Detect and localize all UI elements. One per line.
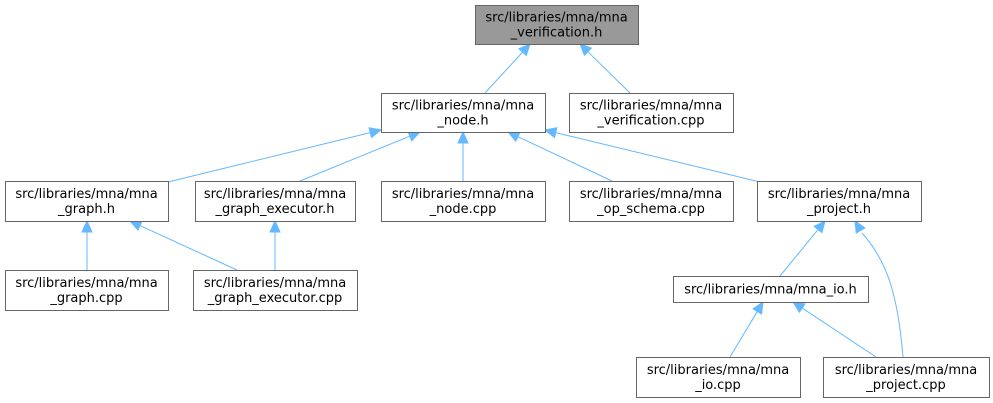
- edge-project_cpp-to-io_h: [791, 301, 877, 358]
- node-box: [757, 181, 922, 222]
- node-label: _verification.h: [510, 26, 603, 41]
- edge-graph_h-to-node_h: [167, 127, 383, 183]
- arrowhead-icon: [752, 300, 764, 315]
- node-box: [569, 93, 734, 133]
- node-box: [823, 357, 990, 398]
- node-box: [475, 5, 639, 45]
- node-op-schema-cpp[interactable]: src/libraries/mna/mna_op_schema.cpp: [569, 181, 734, 222]
- node-node-h[interactable]: src/libraries/mna/mna_node.h: [381, 93, 546, 133]
- node-node-cpp[interactable]: src/libraries/mna/mna_node.cpp: [381, 181, 546, 222]
- arrowhead-icon: [813, 220, 826, 234]
- node-verification-cpp[interactable]: src/libraries/mna/mna_verification.cpp: [569, 93, 734, 133]
- edge-line: [555, 132, 761, 183]
- edge-line: [861, 232, 904, 358]
- edge-line: [484, 51, 523, 94]
- node-label: _op_schema.cpp: [596, 202, 705, 217]
- edge-line: [139, 225, 238, 271]
- edge-line: [167, 132, 371, 183]
- node-label: _io.cpp: [694, 378, 741, 393]
- node-box: [193, 270, 358, 311]
- node-label: src/libraries/mna/mna: [204, 187, 346, 202]
- node-label: src/libraries/mna/mna_io.h: [684, 283, 857, 298]
- node-label: src/libraries/mna/mna: [647, 363, 789, 378]
- edge-line: [779, 229, 819, 277]
- edge-line: [729, 311, 758, 358]
- arrowhead-icon: [543, 127, 558, 139]
- node-label: _node.cpp: [429, 202, 497, 217]
- node-label: src/libraries/mna/mna: [392, 99, 534, 114]
- arrowhead-icon: [506, 131, 521, 143]
- node-label: _graph_executor.cpp: [207, 291, 343, 306]
- node-label: src/libraries/mna/mna: [15, 187, 157, 202]
- edge-project_cpp-to-project_h: [854, 219, 904, 358]
- node-project-cpp[interactable]: src/libraries/mna/mna_project.cpp: [823, 357, 990, 398]
- node-graph-executor-h[interactable]: src/libraries/mna/mna_graph_executor.h: [195, 181, 356, 222]
- edge-io_h-to-project_h: [779, 220, 826, 277]
- node-box: [673, 276, 869, 303]
- arrowhead-icon: [269, 219, 281, 233]
- node-box: [5, 181, 169, 222]
- edge-graph_executor_cpp-to-graph_executor_h: [269, 219, 281, 270]
- node-graph-cpp[interactable]: src/libraries/mna/mna_graph.cpp: [5, 270, 169, 311]
- node-io-h[interactable]: src/libraries/mna/mna_io.h: [673, 276, 869, 303]
- node-label: src/libraries/mna/mna: [485, 11, 627, 26]
- node-box: [5, 270, 169, 311]
- node-label: src/libraries/mna/mna: [392, 187, 534, 202]
- edge-op_schema_cpp-to-node_h: [506, 131, 613, 182]
- edge-project_h-to-node_h: [543, 127, 761, 183]
- node-label: src/libraries/mna/mna: [835, 363, 977, 378]
- node-label: _graph.h: [57, 202, 115, 217]
- node-graph-executor-cpp[interactable]: src/libraries/mna/mna_graph_executor.cpp: [193, 270, 358, 311]
- node-label: _project.cpp: [865, 378, 945, 393]
- node-label: _node.h: [436, 114, 488, 129]
- edge-line: [517, 136, 613, 182]
- arrowhead-icon: [368, 127, 383, 139]
- arrowhead-icon: [81, 219, 93, 233]
- edge-line: [299, 135, 411, 182]
- node-io-cpp[interactable]: src/libraries/mna/mna_io.cpp: [636, 357, 801, 398]
- arrowhead-icon: [457, 130, 469, 144]
- node-label: src/libraries/mna/mna: [204, 276, 346, 291]
- edge-graph_cpp-to-graph_h: [81, 219, 93, 270]
- node-box: [381, 93, 546, 133]
- node-label: src/libraries/mna/mna: [768, 187, 910, 202]
- edge-io_cpp-to-io_h: [729, 300, 764, 358]
- edge-verification_cpp-to-verification_h: [579, 43, 631, 94]
- node-box: [569, 181, 734, 222]
- edge-node_cpp-to-node_h: [457, 130, 469, 181]
- node-graph-h[interactable]: src/libraries/mna/mna_graph.h: [5, 181, 169, 222]
- node-box: [195, 181, 356, 222]
- node-box: [381, 181, 546, 222]
- node-label: _graph_executor.h: [214, 202, 334, 217]
- arrowhead-icon: [854, 219, 866, 234]
- edge-line: [587, 51, 631, 94]
- edge-graph_executor_h-to-node_h: [299, 130, 422, 182]
- arrowhead-icon: [128, 220, 143, 232]
- node-label: _project.h: [806, 202, 871, 217]
- node-label: _graph.cpp: [49, 291, 122, 306]
- arrowhead-icon: [517, 43, 531, 57]
- node-label: src/libraries/mna/mna: [580, 187, 722, 202]
- node-verification-h: src/libraries/mna/mna_verification.h: [475, 5, 639, 45]
- arrowhead-icon: [579, 43, 593, 57]
- node-project-h[interactable]: src/libraries/mna/mna_project.h: [757, 181, 922, 222]
- node-label: _verification.cpp: [596, 114, 704, 129]
- node-box: [636, 357, 801, 398]
- arrowhead-icon: [791, 301, 806, 314]
- edges: [81, 43, 904, 358]
- node-label: src/libraries/mna/mna: [580, 99, 722, 114]
- edge-graph_executor_cpp-to-graph_h: [128, 220, 238, 271]
- node-label: src/libraries/mna/mna: [15, 276, 157, 291]
- edge-node_h-to-verification_h: [484, 43, 531, 94]
- nodes: src/libraries/mna/mna_verification.hsrc/…: [5, 5, 990, 398]
- edge-line: [801, 307, 877, 358]
